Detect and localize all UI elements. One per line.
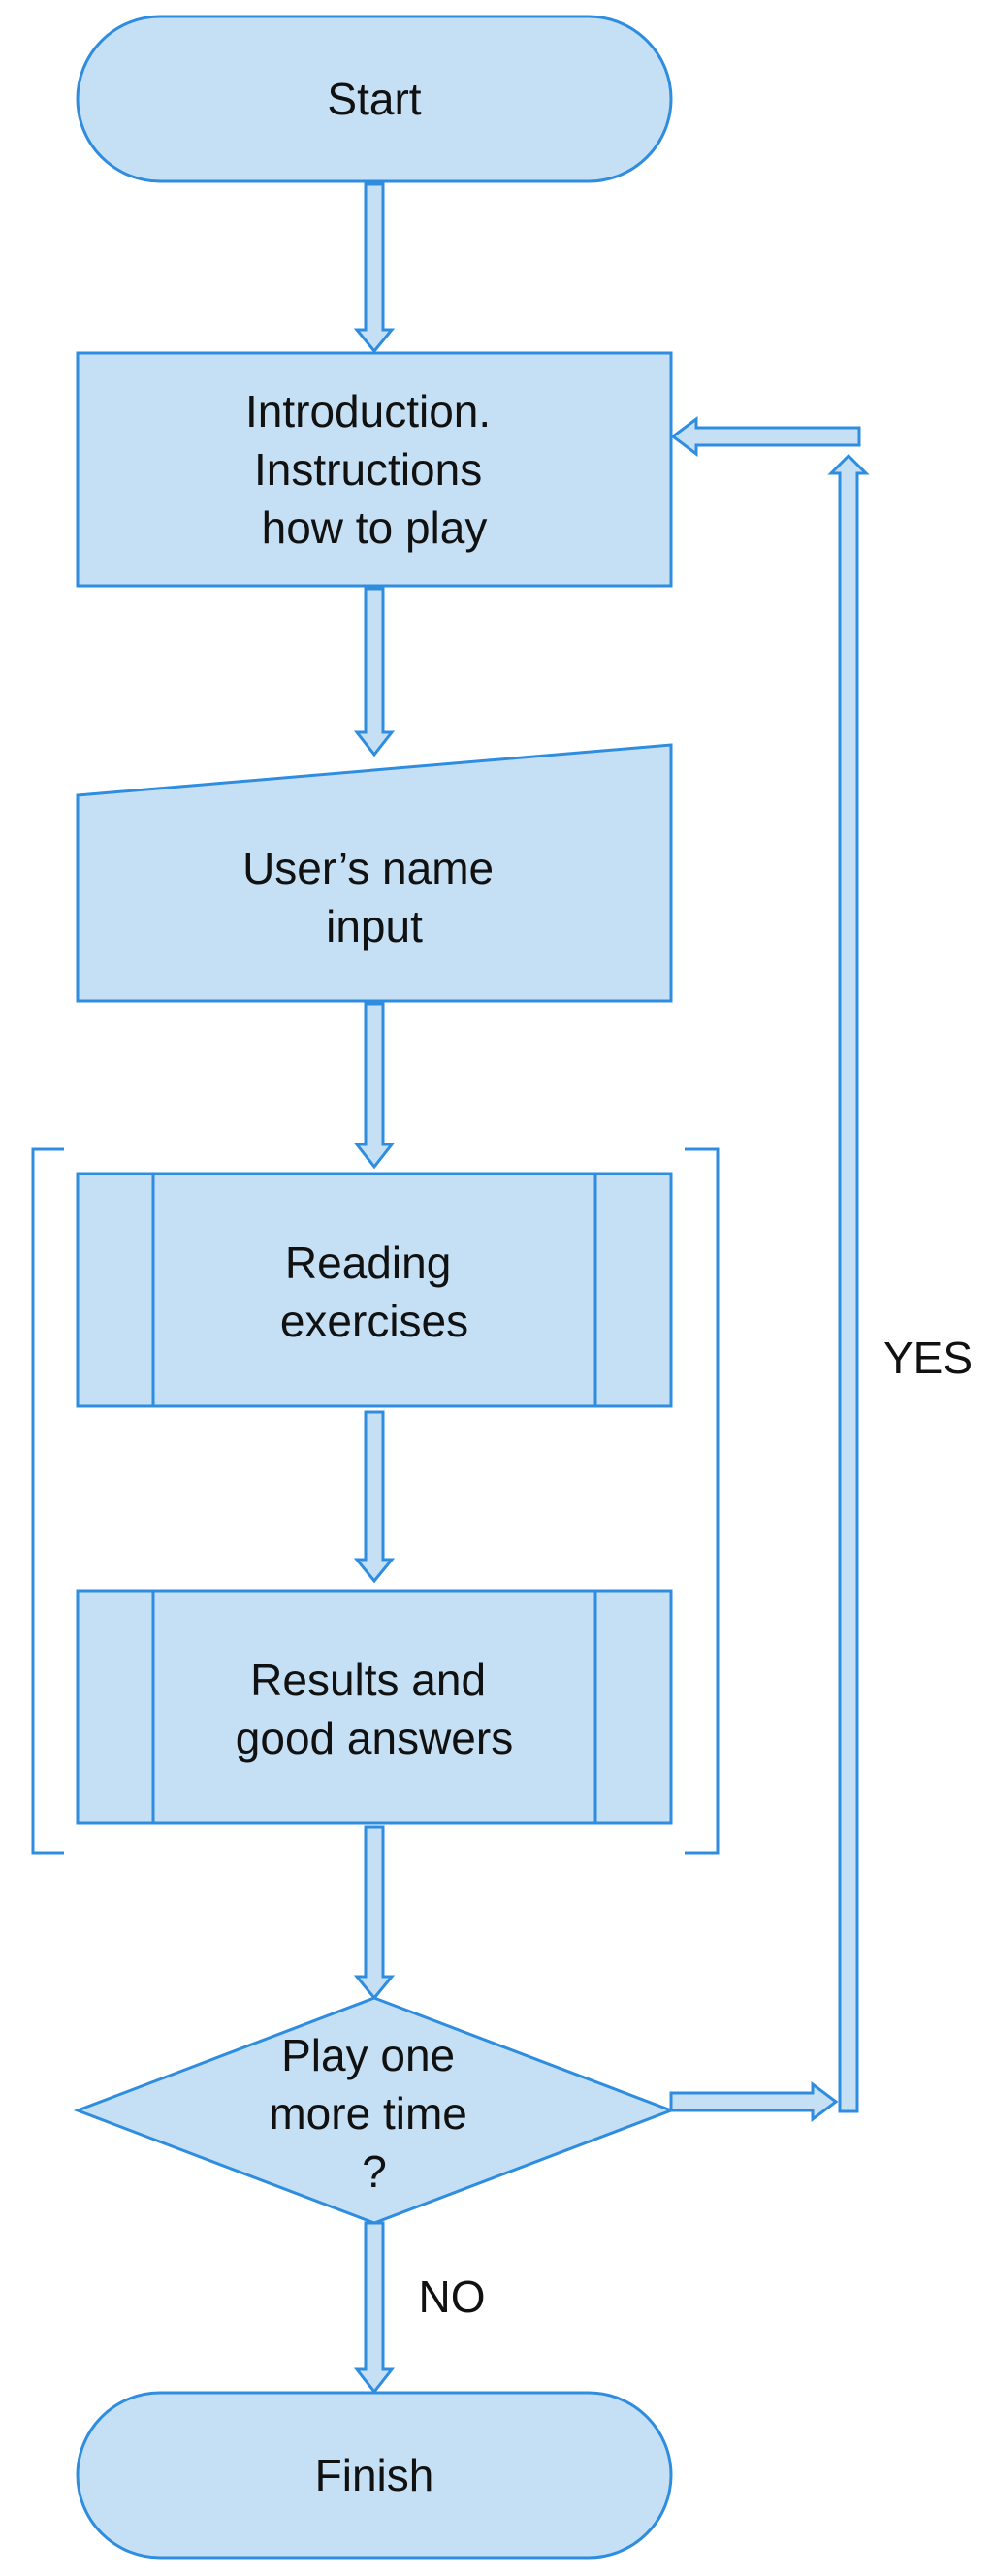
- arrow-intro-to-name-input: [353, 587, 396, 757]
- name-input-label-line: User’s name: [242, 843, 494, 893]
- loop-bracket-right: [685, 1147, 720, 1855]
- intro-label: Introduction. Instructions how to play: [245, 386, 503, 553]
- decision-label-line: more time: [269, 2088, 466, 2139]
- no-label: NO: [419, 2271, 486, 2322]
- yes-label: YES: [883, 1333, 973, 1383]
- intro-label-line: Introduction.: [245, 386, 491, 436]
- reading-label-line: Reading: [285, 1238, 451, 1288]
- decision-label-line: Play one: [281, 2030, 455, 2080]
- decision-label: Play one more time ?: [269, 2030, 479, 2197]
- name-input-manual-shape: [76, 743, 673, 1003]
- arrow-name-input-to-reading: [353, 1002, 396, 1170]
- name-input-label: User’s name input: [242, 843, 506, 951]
- arrow-decision-no-to-finish: [353, 2221, 396, 2395]
- start-node: Start: [76, 15, 673, 183]
- reading-subprocess-shape: [76, 1172, 673, 1408]
- arrow-decision-yes-right: [669, 2081, 839, 2122]
- results-subprocess-shape: [76, 1589, 673, 1825]
- intro-process-shape: [76, 351, 673, 588]
- finish-terminal-shape: [76, 2391, 673, 2560]
- start-terminal-shape: [76, 15, 673, 183]
- results-node: Results and good answers: [76, 1589, 673, 1825]
- intro-label-line: Instructions: [254, 444, 482, 495]
- name-input-label-line: input: [326, 901, 423, 951]
- start-label-line: Start: [327, 74, 421, 124]
- start-label: Start: [327, 74, 421, 124]
- finish-label-line: Finish: [315, 2450, 434, 2500]
- intro-node: Introduction. Instructions how to play: [76, 351, 673, 588]
- finish-label: Finish: [315, 2450, 434, 2500]
- results-label: Results and good answers: [236, 1655, 513, 1763]
- arrow-results-to-decision: [353, 1825, 396, 2001]
- arrow-yes-to-intro: [670, 416, 861, 457]
- results-label-line: good answers: [236, 1713, 513, 1763]
- name-input-node: User’s name input: [76, 743, 673, 1003]
- loop-bracket-left: [31, 1147, 64, 1855]
- results-label-line: Results and: [250, 1655, 486, 1705]
- reading-label: Reading exercises: [280, 1238, 468, 1346]
- arrow-reading-to-results: [353, 1410, 396, 1584]
- intro-label-line: how to play: [262, 502, 488, 553]
- arrow-decision-yes-up: [827, 453, 870, 2113]
- decision-label-line: ?: [362, 2146, 387, 2197]
- reading-node: Reading exercises: [76, 1172, 673, 1408]
- finish-node: Finish: [76, 2391, 673, 2560]
- arrow-start-to-intro: [353, 182, 396, 354]
- decision-node: Play one more time ?: [73, 1996, 676, 2225]
- reading-label-line: exercises: [280, 1296, 468, 1346]
